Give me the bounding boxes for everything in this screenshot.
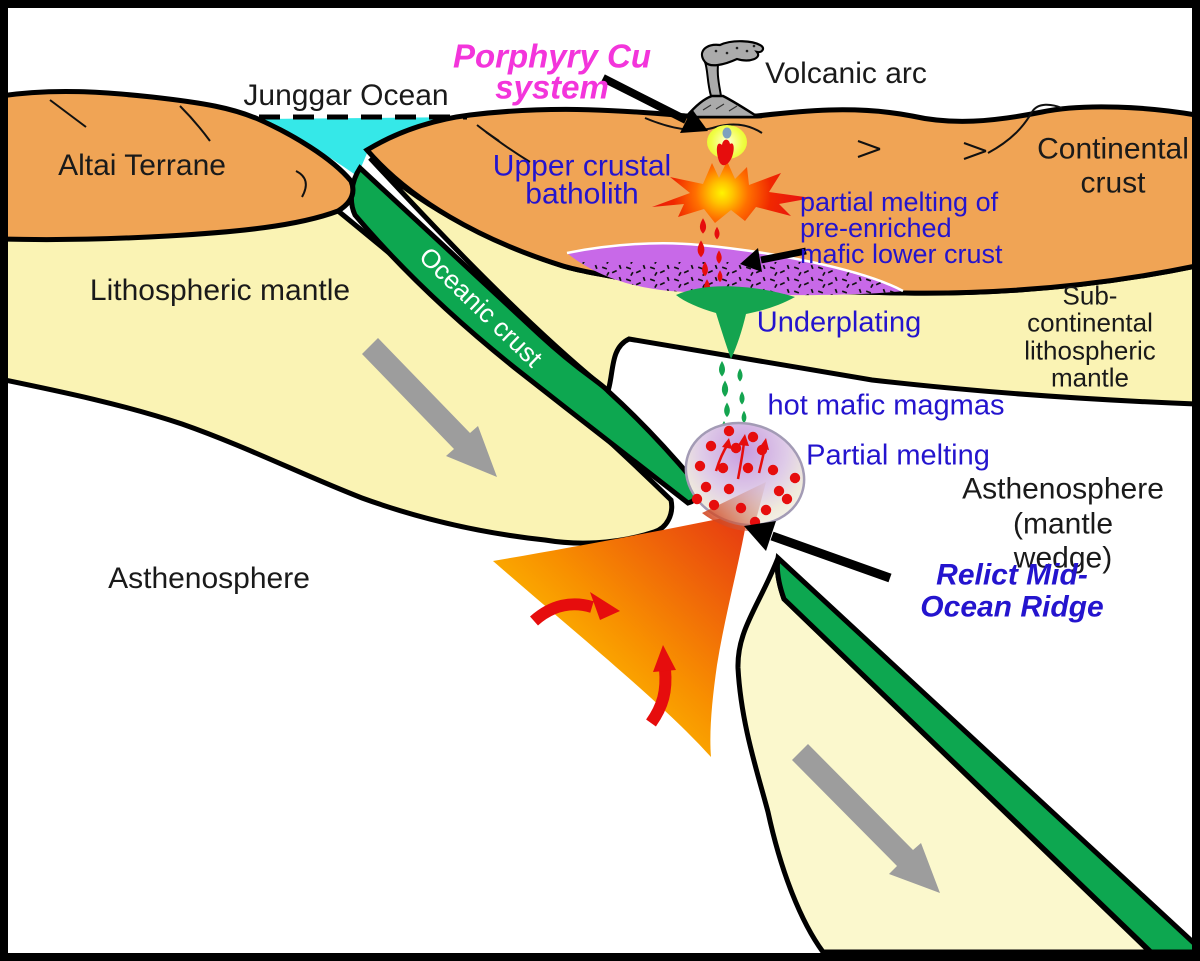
altai-terrane-region xyxy=(0,88,356,243)
asthenosphere-upwelling-plume xyxy=(493,513,748,757)
subduction-arrow-icon xyxy=(362,338,497,477)
eruption-plume-icon xyxy=(700,40,765,67)
lower-crust-pointer-arrow xyxy=(740,248,762,272)
melt-droplets xyxy=(691,425,801,528)
annotation-arrows xyxy=(601,74,892,583)
slab-sinking-arrow-icon xyxy=(792,744,940,893)
relict-oceanic-crust-stripe xyxy=(774,552,1199,955)
porphyry-pointer-arrow xyxy=(680,109,708,133)
fault-lines xyxy=(49,99,1063,198)
batholith-magma-body xyxy=(652,161,812,223)
relict-ridge-pointer-arrow xyxy=(744,521,776,551)
porphyry-deposit-icon xyxy=(707,125,747,166)
mantle-flow-arrows xyxy=(530,592,676,727)
underplating-magma-body xyxy=(676,286,795,359)
partial-melting-zone xyxy=(684,421,806,532)
volcano-icon xyxy=(683,40,765,119)
